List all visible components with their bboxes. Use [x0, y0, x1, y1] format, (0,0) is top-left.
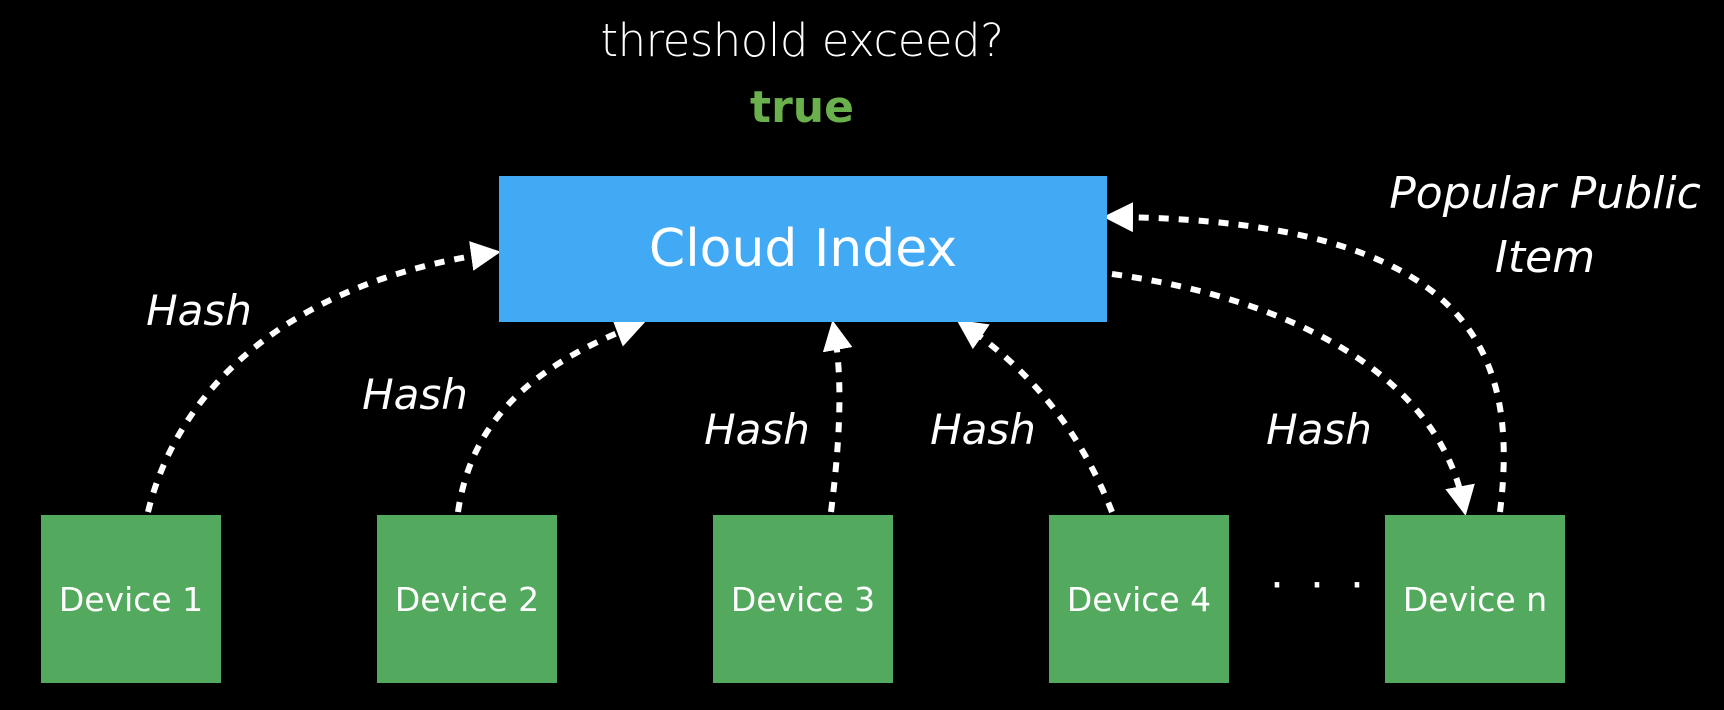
device-1-box: Device 1 [41, 515, 221, 683]
device-n-box: Device n [1385, 515, 1565, 683]
hash-label-device-4: Hash [930, 405, 1036, 454]
popular-label-line-2: Item [1494, 232, 1596, 283]
arrow-device-4-to-cloud [956, 319, 1115, 514]
arrow-device-3-to-cloud [822, 320, 853, 513]
arrow-device-1-to-cloud [145, 241, 501, 513]
device-1-label: Device 1 [58, 579, 204, 619]
device-n-label: Device n [1402, 579, 1548, 619]
threshold-question: threshold exceed? [600, 14, 1004, 67]
hash-label-device-n: Hash [1266, 405, 1372, 454]
arrow-device-2-to-cloud [455, 318, 646, 513]
popular-public-item-label: Popular Public Item [1380, 162, 1710, 290]
device-3-box: Device 3 [713, 515, 893, 683]
hash-label-device-1: Hash [146, 286, 252, 335]
threshold-result: true [750, 82, 854, 133]
device-4-label: Device 4 [1066, 579, 1212, 619]
arrow-device-n-to-cloud [1103, 202, 1507, 513]
popular-label-line-1: Popular Public [1389, 168, 1701, 219]
device-2-label: Device 2 [394, 579, 540, 619]
arrow-cloud-to-device-n [1111, 271, 1475, 516]
device-3-label: Device 3 [730, 579, 876, 619]
hash-label-device-3: Hash [704, 405, 810, 454]
device-4-box: Device 4 [1049, 515, 1229, 683]
cloud-index-box: Cloud Index [499, 176, 1107, 322]
cloud-index-label: Cloud Index [648, 219, 958, 279]
device-2-box: Device 2 [377, 515, 557, 683]
ellipsis: · · · [1270, 560, 1370, 611]
hash-label-device-2: Hash [362, 370, 468, 419]
